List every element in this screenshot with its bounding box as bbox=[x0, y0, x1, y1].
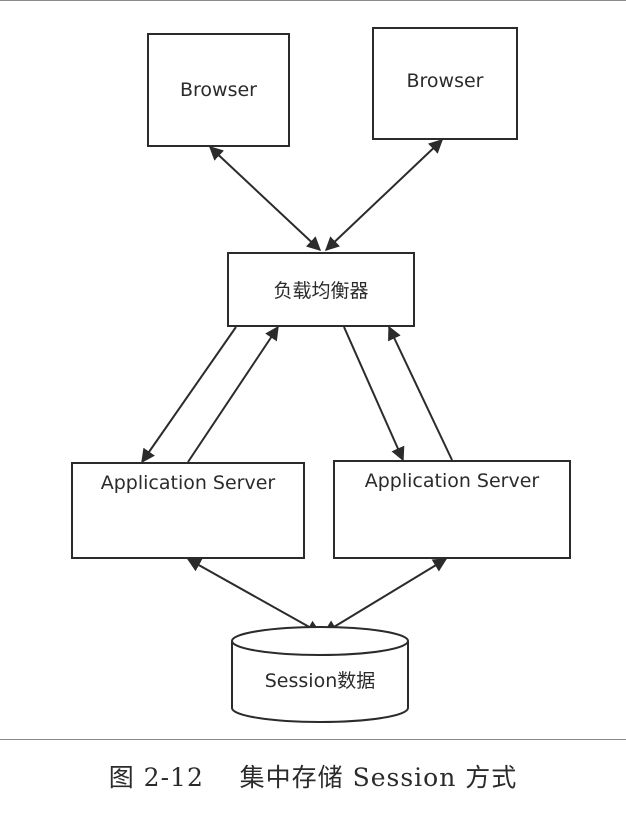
browser-left-box: Browser bbox=[147, 33, 290, 147]
arrow-app-right-to-balancer bbox=[388, 325, 453, 461]
app-server-left-label: Application Server bbox=[100, 472, 276, 494]
figure-caption: 图 2-12 集中存储 Session 方式 bbox=[108, 763, 518, 792]
session-store-cylinder bbox=[231, 626, 409, 723]
connector-layer bbox=[141, 139, 453, 723]
browser-right-label: Browser bbox=[406, 69, 484, 92]
app-server-left-box: Application Server bbox=[71, 462, 305, 559]
arrow-app-left-to-balancer bbox=[187, 325, 279, 463]
arrow-balancer-to-app-right bbox=[343, 326, 405, 462]
arrow-app-left-to-session bbox=[186, 558, 322, 634]
load-balancer-box: 负载均衡器 bbox=[227, 252, 415, 327]
arrow-browser-left-to-balancer bbox=[208, 146, 322, 251]
app-server-right-label: Application Server bbox=[364, 470, 540, 492]
app-server-right-box: Application Server bbox=[333, 460, 571, 559]
load-balancer-label: 负载均衡器 bbox=[273, 280, 369, 302]
arrow-balancer-to-app-left bbox=[141, 326, 237, 464]
session-store-label: Session数据 bbox=[264, 670, 376, 692]
browser-left-label: Browser bbox=[180, 79, 257, 101]
arrow-browser-right-to-balancer bbox=[324, 139, 444, 251]
figure-frame bbox=[0, 0, 626, 740]
browser-right-box: Browser bbox=[372, 27, 518, 140]
arrow-app-right-to-session bbox=[322, 558, 448, 634]
